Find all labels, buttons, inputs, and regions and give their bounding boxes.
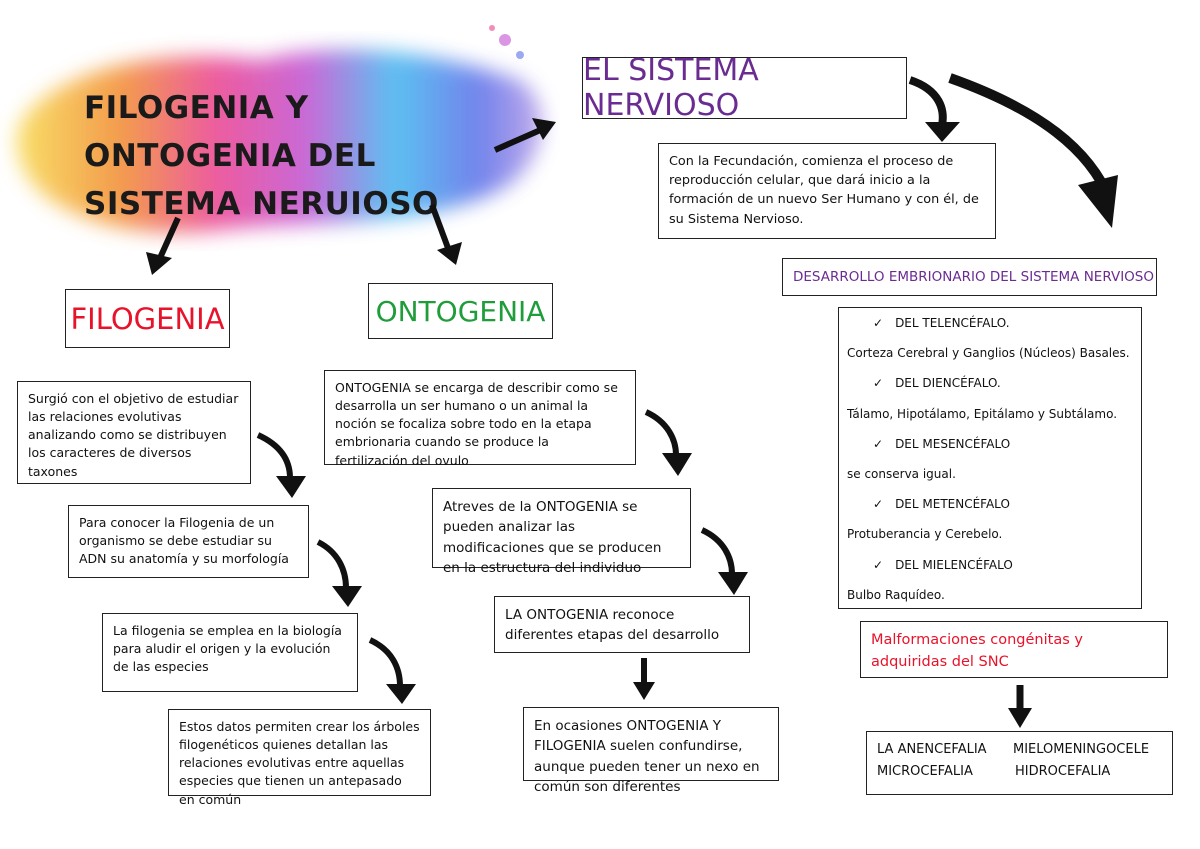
ontogenia-text-1: ONTOGENIA se encarga de describir como s… (324, 370, 636, 468)
filogenia-text-4: Estos datos permiten crear los árboles f… (168, 709, 431, 807)
embrionario-item: ✓ DEL METENCÉFALO (873, 497, 1010, 511)
checkmark-icon: ✓ (873, 436, 884, 451)
filogenia-text-3: La filogenia se emplea en la biología pa… (102, 613, 358, 692)
ontogenia-box: ONTOGENIA (368, 283, 553, 339)
embrionario-item-label: Tálamo, Hipotálamo, Epitálamo y Subtálam… (847, 406, 1118, 421)
checkmark-icon: ✓ (873, 557, 884, 572)
embrionario-item: ✓ DEL MIELENCÉFALO (873, 558, 1013, 572)
ontogenia-title: ONTOGENIA (375, 294, 546, 328)
embrionario-item-label: Bulbo Raquídeo. (847, 587, 945, 602)
arrow-title-sistema (493, 125, 547, 153)
main-title: FILOGENIA Y ONTOGENIA DEL SISTEMA NERUIO… (84, 90, 439, 223)
embrionario-item-label: Corteza Cerebral y Ganglios (Núcleos) Ba… (847, 346, 1130, 361)
embrionario-item: ✓ DEL DIENCÉFALO. (873, 376, 1001, 390)
embrionario-list-box: ✓ DEL TELENCÉFALO. Corteza Cerebral y Gang… (838, 307, 1142, 609)
watercolor-splash (16, 25, 542, 233)
filogenia-box: FILOGENIA (65, 289, 230, 348)
embrionario-item: Bulbo Raquídeo. (847, 588, 945, 602)
embrionario-item: ✓ DEL MESENCÉFALO (873, 437, 1010, 451)
malf-item: HIDROCEFALIA (1015, 764, 1111, 779)
arrow-title-ontogenia (429, 203, 451, 250)
embrionario-item: se conserva igual. (847, 467, 956, 481)
embrionario-item: Corteza Cerebral y Ganglios (Núcleos) Ba… (847, 346, 1130, 360)
malf-item: LA ANENCEFALIA (877, 742, 987, 757)
embrionario-item-label: se conserva igual. (847, 467, 956, 481)
arrow-onto1-onto2 (644, 409, 679, 456)
ontogenia-text-3: LA ONTOGENIA reconoce diferentes etapas … (494, 596, 750, 653)
fecundacion-box: Con la Fecundación, comienza el proceso … (658, 143, 996, 239)
sistema-nervioso-title: EL SISTEMA NERVIOSO (583, 53, 759, 123)
checkmark-icon: ✓ (873, 316, 884, 330)
ontogenia-text-4: En ocasiones ONTOGENIA Y FILOGENIA suele… (523, 707, 779, 795)
sistema-nervioso-box: EL SISTEMA NERVIOSO (582, 53, 907, 123)
malf-item: MICROCEFALIA (877, 764, 973, 779)
embrionario-item-label: DEL METENCÉFALO (895, 497, 1010, 512)
filogenia-text-1: Surgió con el objetivo de estudiar las r… (17, 381, 251, 484)
embrionario-item: Tálamo, Hipotálamo, Epitálamo y Subtálam… (847, 407, 1117, 421)
arrow-filo2-filo3 (316, 539, 349, 589)
desarrollo-embrionario-box: DESARROLLO EMBRIONARIO DEL SISTEMA NERVI… (782, 258, 1157, 296)
arrow-filo3-filo4 (368, 637, 403, 687)
filogenia-title: FILOGENIA (70, 301, 225, 336)
malformaciones-list-box: LA ANENCEFALIA MIELOMENINGOCELE MICROCEF… (866, 731, 1173, 795)
checkmark-icon: ✓ (873, 497, 884, 512)
embrionario-item: Protuberancia y Cerebelo. (847, 527, 1002, 541)
embrionario-item-label: DEL TELENCÉFALO. (895, 316, 1010, 330)
arrow-title-filogenia (157, 216, 181, 260)
embrionario-item-label: DEL DIENCÉFALO. (895, 376, 1001, 391)
embrionario-item-label: Protuberancia y Cerebelo. (847, 527, 1003, 542)
arrow-onto2-onto3 (700, 527, 735, 575)
checkmark-icon: ✓ (873, 376, 884, 391)
malf-item: MIELOMENINGOCELE (1013, 742, 1150, 757)
ontogenia-text-2: Atreves de la ONTOGENIA se pueden analiz… (432, 488, 691, 576)
malformaciones-box: Malformaciones congénitas y adquiridas d… (860, 621, 1168, 678)
filogenia-text-2: Para conocer la Filogenia de un organism… (68, 505, 309, 578)
arrow-filo1-filo2 (256, 432, 293, 479)
embrionario-item-label: DEL MESENCÉFALO (895, 436, 1011, 451)
arrow-sistema-fecundacion (908, 76, 947, 126)
embrionario-item-label: DEL MIELENCÉFALO (895, 557, 1013, 572)
embrionario-item: ✓ DEL TELENCÉFALO. (873, 316, 1010, 330)
